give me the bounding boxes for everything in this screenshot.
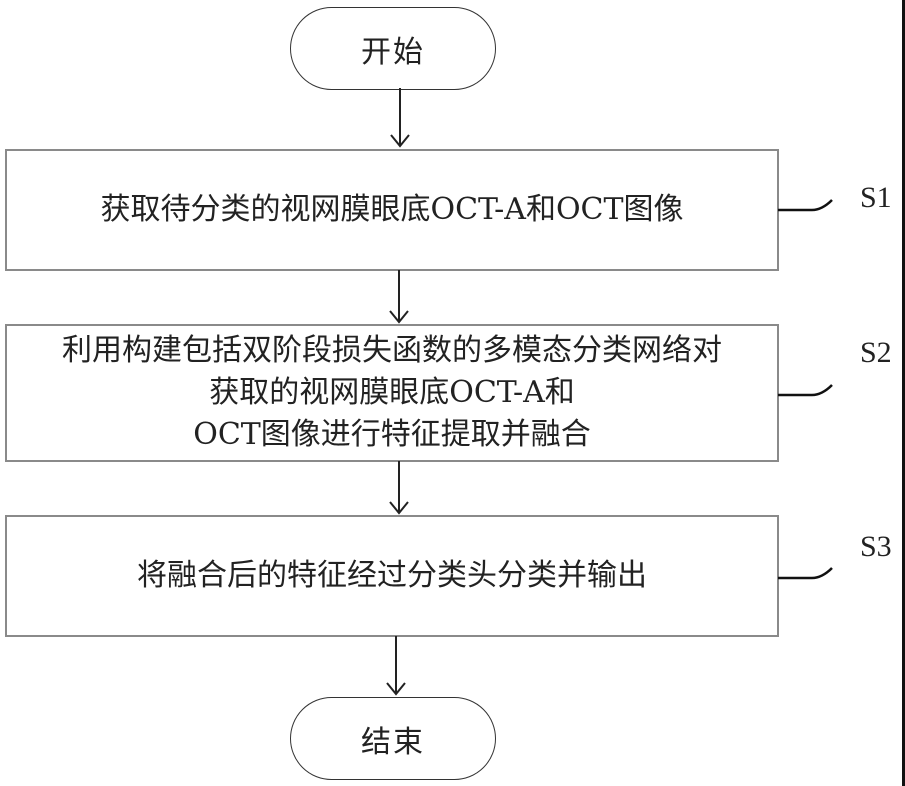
end-terminal: 结束 bbox=[290, 697, 496, 780]
page-right-border bbox=[902, 0, 905, 786]
arrow-s1-to-s2 bbox=[389, 270, 409, 324]
step-label-s3: S3 bbox=[860, 530, 892, 563]
start-terminal: 开始 bbox=[290, 7, 496, 90]
end-label: 结束 bbox=[361, 724, 425, 760]
arrow-start-to-s1 bbox=[390, 88, 410, 148]
step-box-s3: 将融合后的特征经过分类头分类并输出 bbox=[5, 515, 779, 637]
leader-s3 bbox=[778, 567, 833, 580]
step-s2-text-line-2: 获取的视网膜眼底OCT-A和 bbox=[209, 375, 575, 410]
step-s1-text: 获取待分类的视网膜眼底OCT-A和OCT图像 bbox=[100, 192, 684, 227]
leader-s2 bbox=[778, 384, 833, 397]
step-box-s2: 利用构建包括双阶段损失函数的多模态分类网络对 获取的视网膜眼底OCT-A和 OC… bbox=[5, 324, 779, 462]
step-box-s1: 获取待分类的视网膜眼底OCT-A和OCT图像 bbox=[5, 149, 779, 271]
leader-s1 bbox=[778, 199, 833, 212]
step-s2-text-line-1: 利用构建包括双阶段损失函数的多模态分类网络对 bbox=[62, 333, 722, 368]
step-s3-text: 将融合后的特征经过分类头分类并输出 bbox=[137, 558, 647, 593]
arrow-s2-to-s3 bbox=[389, 461, 409, 515]
step-label-s1: S1 bbox=[860, 181, 892, 214]
step-label-s2: S2 bbox=[860, 336, 892, 369]
arrow-s3-to-end bbox=[386, 636, 406, 696]
step-s2-text-line-3: OCT图像进行特征提取并融合 bbox=[193, 417, 591, 452]
start-label: 开始 bbox=[361, 34, 425, 70]
